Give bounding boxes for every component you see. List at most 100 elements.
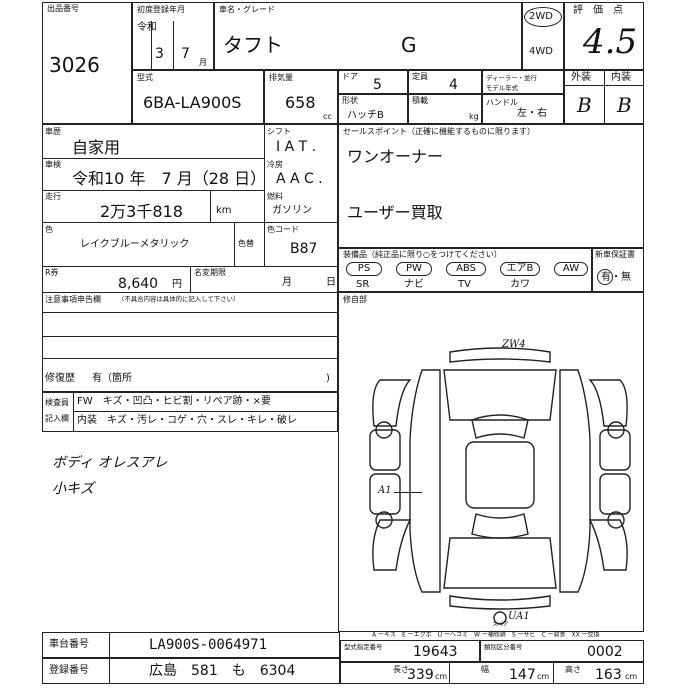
length-value: 339: [407, 667, 434, 683]
ac-value: A A C .: [276, 171, 323, 187]
left-rear-fender: [372, 519, 412, 571]
form-label: 型式指定番号: [344, 643, 383, 651]
equipment-box: 装備品（純正品に限り○をつけてください）: [338, 248, 592, 292]
car-body-diagram: [369, 347, 631, 625]
color-code-value: B87: [290, 241, 318, 257]
load-label: 積載: [412, 96, 428, 105]
model-year-label: モデル年式: [486, 84, 518, 92]
model-code: 6BA-LA900S: [143, 93, 242, 112]
left-front-fender: [372, 379, 412, 427]
rear-window: [471, 513, 529, 539]
handle-label: ハンドル: [486, 98, 518, 107]
diagram-arrow-left: [394, 492, 422, 493]
equip-text-kawa: カワ: [510, 279, 530, 290]
interior-grade: B: [617, 93, 632, 117]
notes-label: 注意事項申告欄: [45, 295, 101, 304]
door-label: ドア: [342, 72, 358, 81]
kg-unit: kg: [469, 112, 479, 121]
wheel-rear-left: [375, 511, 393, 529]
warranty-label: 新車保証書: [595, 250, 635, 259]
score-value: 4.5: [583, 22, 638, 62]
warranty-box: 新車保証書 有・無: [592, 248, 644, 292]
color-label: 色: [45, 225, 53, 234]
class-value: 0002: [587, 644, 623, 660]
length-label: 長さ: [393, 665, 409, 674]
first-reg-label: 初度登録年月: [137, 5, 185, 14]
inspector-label-bottom: 記入欄: [45, 414, 69, 423]
drive-2wd: 2WD: [529, 11, 553, 22]
shape-box: 形状 ハッチB: [338, 94, 408, 124]
width-value: 147: [509, 667, 536, 683]
hi-label: 日: [326, 277, 336, 288]
wheel-front-left: [375, 421, 393, 439]
era: 令和: [137, 22, 157, 33]
month-unit: 月: [199, 58, 207, 67]
shape-value: ハッチB: [347, 110, 384, 121]
diagram-box: 修自部: [338, 292, 644, 632]
class-label: 類別区分番号: [484, 643, 523, 651]
height-value: 163: [595, 667, 622, 683]
shaken-value: 令和10 年 7 月（28 日）: [72, 169, 267, 188]
sales-points-label: セールスポイント（正確に機能するものに限ります）: [343, 127, 535, 136]
chassis-label: 車台番号: [49, 639, 89, 650]
cc-unit: cc: [323, 112, 332, 121]
left-front-door: [369, 429, 401, 471]
hood-outline: [443, 369, 557, 421]
equip-badge-abs: ABS: [446, 262, 486, 276]
accessories-label: 修自部: [343, 295, 367, 304]
left-rear-door: [369, 473, 401, 515]
rear-bumper-shape: [449, 595, 551, 610]
left-side-panel: [409, 369, 441, 593]
inspector-row-2: 内装 キズ・汚レ・コゲ・穴・スレ・キレ・破レ: [77, 415, 297, 426]
score-label: 評 価 点: [573, 5, 623, 16]
height-label: 高さ: [565, 665, 581, 674]
right-side-panel: [559, 369, 591, 593]
color-change-label: 色替: [238, 239, 254, 248]
diagram-note-bottom: UA1: [508, 611, 530, 622]
shift-value: I A T .: [276, 139, 317, 155]
dealer-box: ディーラー・並行 モデル年式: [482, 70, 564, 94]
color-code-label: 色コード: [267, 225, 299, 234]
interior-label: 内装: [611, 72, 631, 83]
warranty-value: 有・無: [601, 272, 631, 283]
windshield: [471, 414, 529, 439]
right-rear-door: [599, 473, 631, 515]
shift-label: シフト: [267, 127, 291, 136]
inspector-label-top: 検査員: [45, 398, 69, 407]
right-rear-fender: [588, 519, 628, 571]
door-value: 5: [373, 77, 382, 93]
capacity-label: 定員: [412, 72, 428, 81]
left-panel: [42, 124, 338, 392]
handwritten-note-2: 小キズ: [52, 481, 94, 497]
front-bumper-shape: [449, 347, 551, 363]
equip-text-tv: TV: [458, 279, 471, 290]
load-box: 積載 kg: [408, 94, 482, 124]
exterior-label: 外装: [571, 72, 591, 83]
sales-point-1: ワンオーナー: [347, 147, 444, 166]
notes-sub: （不具合内容は具体的に記入して下さい）: [118, 295, 240, 303]
registration-value: 広島 581 も 6304: [149, 663, 296, 679]
car-name-box: 車名・グレード タフト G: [214, 2, 522, 70]
height-unit: cm: [625, 672, 638, 681]
first-reg-box: 初度登録年月 令和 3 7 月: [132, 2, 214, 70]
diagram-note-spare: スペア: [492, 621, 509, 628]
chassis-box: 車台番号 LA900S-0064971: [42, 632, 340, 658]
exterior-grade: B: [577, 93, 592, 117]
grade: G: [401, 33, 417, 57]
capacity-box: 定員 4: [408, 70, 482, 94]
width-label: 幅: [481, 665, 489, 674]
handle-value: 左・右: [517, 108, 547, 119]
car-name: タフト: [223, 33, 283, 57]
exhibit-label: 出品番号: [47, 4, 79, 13]
trunk-outline: [443, 537, 557, 589]
displacement-value: 658: [285, 93, 316, 112]
drive-2wd-circle: [524, 7, 562, 27]
sales-points-box: セールスポイント（正確に機能するものに限ります） ワンオーナー ユーザー買取: [338, 124, 644, 248]
spare-tire: [493, 611, 507, 625]
equip-badge-aw: AW: [554, 262, 588, 276]
capacity-value: 4: [449, 77, 458, 93]
handle-box: ハンドル 左・右: [482, 94, 564, 124]
drive-4wd: 4WD: [529, 46, 553, 57]
yen-unit: 円: [172, 279, 182, 290]
